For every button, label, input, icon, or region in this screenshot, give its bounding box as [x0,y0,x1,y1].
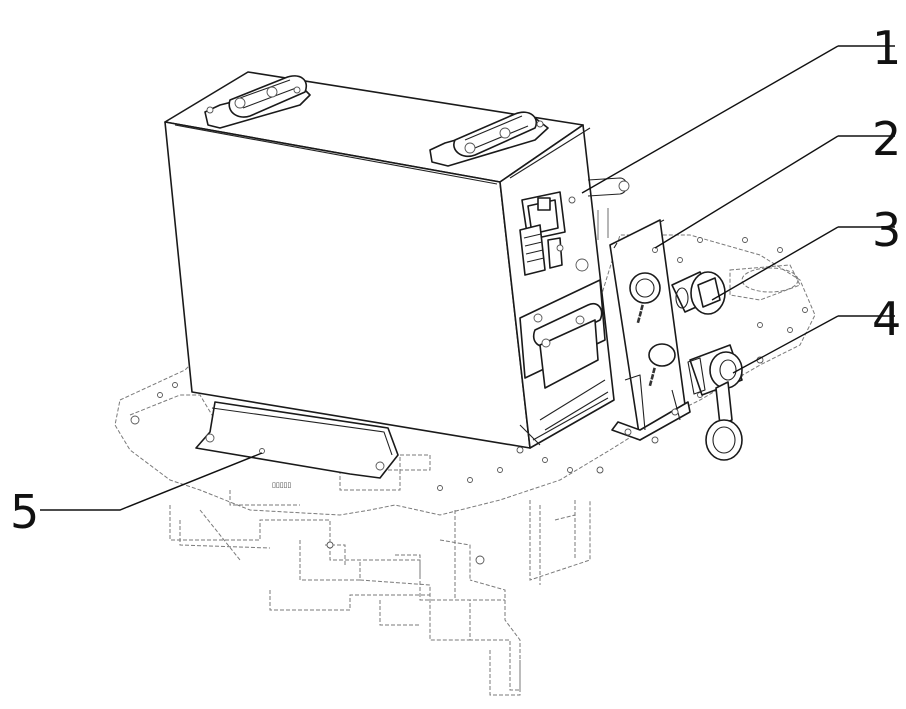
leader-4 [732,315,895,374]
battery-box [164,71,630,449]
callout-2: 2 [872,112,901,166]
callout-5: 5 [10,485,39,539]
leader-1 [581,45,895,194]
front-bracket [195,401,399,479]
leader-2 [654,135,895,249]
callout-numbers: 1 2 3 4 5 [10,21,901,539]
callout-1: 1 [872,21,901,75]
rotary-switch [671,271,726,315]
leader-5 [40,452,263,511]
mounting-peg [587,177,630,240]
plate-holes [130,237,808,565]
top-handle-right [429,111,549,167]
plate-stamp-mark: ▯▯▯▯▯ [272,481,291,489]
leader-lines [40,45,895,511]
callout-4: 4 [872,292,901,346]
base-plate: ▯▯▯▯▯ [114,234,816,565]
charging-port [687,344,743,461]
panel-plate: ▬▬▬ ▬▬▬ [609,219,691,441]
side-handle [519,279,606,389]
leader-3 [711,226,895,301]
callout-3: 3 [872,203,901,257]
lower-frame [169,490,591,696]
anderson-connector [519,191,589,276]
top-handle-left [204,75,311,129]
